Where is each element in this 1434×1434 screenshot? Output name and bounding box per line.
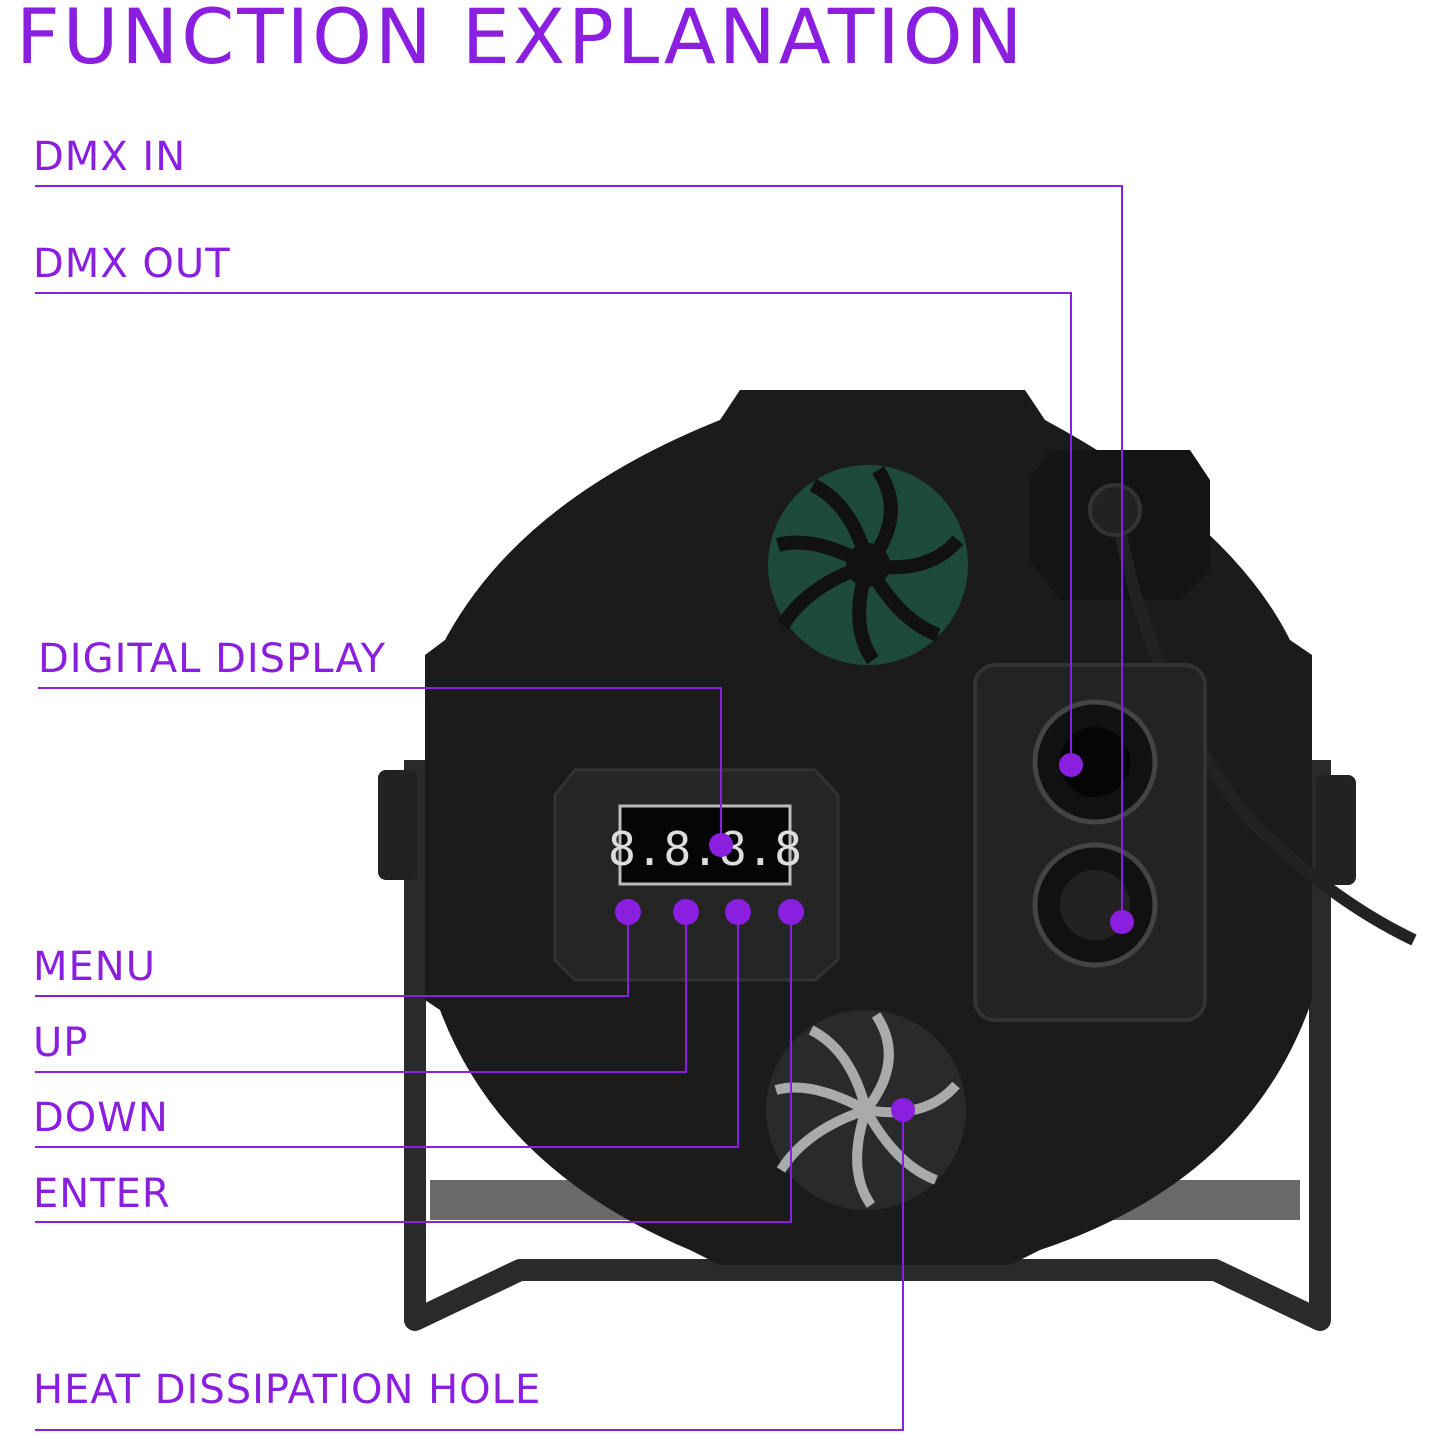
callout-lines xyxy=(35,185,1123,1431)
callout-dots xyxy=(615,753,1134,1122)
page-title: FUNCTION EXPLANATION xyxy=(16,0,1026,81)
label-up: UP xyxy=(33,1020,89,1066)
label-dmx-out: DMX OUT xyxy=(33,241,231,287)
mounting-bracket xyxy=(404,760,1331,1331)
label-enter: ENTER xyxy=(33,1171,171,1217)
digital-display xyxy=(618,804,792,886)
power-cable xyxy=(1109,503,1417,946)
right-knob xyxy=(1316,775,1356,885)
label-heat-dissipation-hole: HEAT DISSIPATION HOLE xyxy=(33,1367,542,1413)
label-dmx-in: DMX IN xyxy=(33,134,187,180)
label-menu: MENU xyxy=(33,944,156,990)
bottom-fan-blades xyxy=(774,1012,960,1208)
label-digital-display: DIGITAL DISPLAY xyxy=(38,636,387,682)
light-body xyxy=(425,390,1312,1265)
label-down: DOWN xyxy=(33,1095,169,1141)
left-knob xyxy=(378,770,418,880)
display-readout: 8.8.8.8 xyxy=(608,822,802,876)
